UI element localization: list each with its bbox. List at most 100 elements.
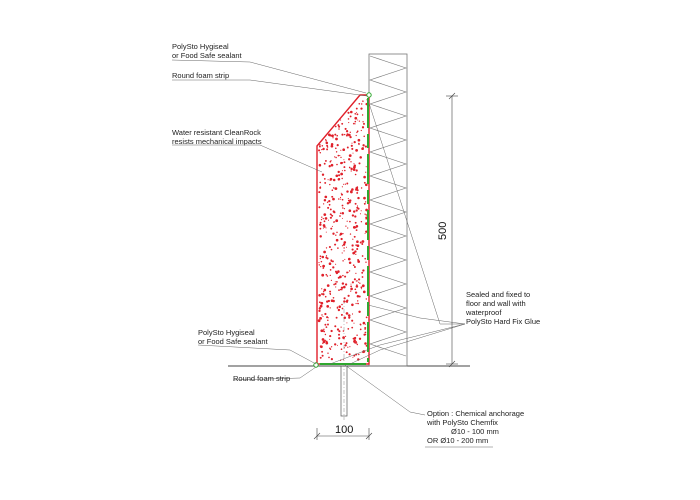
speckle-dot	[358, 310, 361, 314]
speckle-dot	[318, 307, 321, 310]
speckle-dot	[347, 198, 349, 200]
speckle-dot	[348, 158, 351, 161]
speckle-dot	[340, 193, 344, 196]
speckle-dot	[326, 257, 329, 260]
speckle-dot	[331, 260, 334, 263]
speckle-dot	[348, 201, 351, 204]
speckle-dot	[355, 229, 358, 232]
speckle-dot	[326, 300, 329, 303]
speckle-dot	[347, 271, 349, 273]
speckle-dot	[362, 269, 365, 272]
speckle-dot	[363, 333, 366, 336]
speckle-dot	[326, 316, 329, 319]
speckle-dot	[329, 274, 331, 277]
speckle-dot	[346, 322, 348, 324]
speckle-dot	[320, 329, 324, 333]
speckle-dot	[352, 356, 354, 358]
speckle-dot	[326, 284, 330, 287]
speckle-dot	[323, 328, 325, 330]
speckle-dot	[351, 244, 354, 247]
speckle-dot	[356, 295, 360, 298]
speckle-dot	[322, 315, 324, 318]
speckle-dot	[332, 232, 335, 235]
speckle-dot	[334, 187, 338, 190]
speckle-dot	[319, 221, 322, 224]
speckle-dot	[354, 291, 358, 294]
speckle-dot	[326, 305, 330, 308]
speckle-dot	[342, 243, 346, 246]
speckle-dot	[350, 167, 353, 171]
height-dimension	[446, 92, 458, 368]
speckle-dot	[346, 220, 348, 222]
speckle-dot	[321, 350, 324, 353]
speckle-dot	[339, 288, 342, 291]
speckle-dot	[327, 317, 329, 319]
speckle-dot	[351, 188, 354, 191]
speckle-dot	[364, 145, 367, 148]
speckle-dot	[357, 260, 361, 263]
speckle-dot	[323, 250, 326, 254]
speckle-dot	[329, 160, 332, 163]
speckle-dot	[336, 163, 338, 166]
speckle-dot	[339, 234, 341, 236]
speckle-dot	[358, 102, 361, 105]
speckle-dot	[319, 255, 322, 258]
bottom-foam-label: Round foam strip	[233, 374, 291, 383]
speckle-dot	[335, 316, 338, 319]
speckle-dot	[340, 161, 343, 165]
speckle-dot	[332, 137, 334, 139]
speckle-dot	[322, 291, 325, 293]
speckle-dot	[351, 142, 353, 144]
speckle-dot	[334, 325, 337, 328]
speckle-dot	[319, 223, 322, 226]
speckle-dot	[324, 333, 327, 336]
speckle-dot	[332, 178, 336, 182]
speckle-dot	[363, 202, 366, 205]
speckle-dot	[330, 142, 334, 146]
speckle-dot	[360, 129, 362, 132]
speckle-dot	[347, 118, 350, 120]
speckle-dot	[330, 259, 333, 262]
speckle-dot	[351, 248, 354, 251]
speckle-dot	[331, 225, 333, 227]
speckle-dot	[357, 138, 361, 142]
option-line-1: Option : Chemical anchorage	[427, 409, 525, 418]
speckle-dot	[334, 156, 336, 158]
speckle-dot	[364, 232, 366, 234]
speckle-dot	[341, 173, 344, 175]
speckle-dot	[341, 204, 344, 207]
speckle-dot	[360, 187, 363, 189]
speckle-dot	[321, 255, 325, 259]
speckle-dot	[319, 317, 321, 319]
speckle-dot	[324, 339, 326, 342]
speckle-dot	[323, 178, 326, 180]
speckle-dot	[336, 344, 338, 346]
speckle-dot	[350, 161, 352, 163]
speckle-dot	[348, 133, 351, 137]
speckle-dot	[342, 359, 345, 361]
speckle-dot	[327, 323, 329, 326]
speckle-dot	[356, 343, 359, 346]
speckle-dot	[328, 199, 331, 203]
speckle-dot	[365, 323, 366, 325]
speckle-dot	[353, 140, 356, 144]
speckle-dot	[361, 240, 365, 243]
speckle-dot	[329, 183, 331, 186]
speckle-dot	[322, 293, 325, 296]
speckle-dot	[330, 279, 332, 281]
speckle-dot	[364, 183, 368, 187]
speckle-dot	[345, 246, 348, 248]
speckle-dot	[323, 225, 326, 228]
speckle-dot	[336, 231, 338, 234]
speckle-dot	[353, 266, 356, 268]
speckle-dot	[343, 250, 345, 252]
speckle-dot	[352, 152, 354, 154]
speckle-dot	[325, 247, 328, 249]
speckle-dot	[323, 330, 326, 333]
speckle-dot	[326, 144, 329, 147]
speckle-dot	[358, 278, 361, 281]
speckle-dot	[325, 341, 329, 345]
speckle-dot	[354, 173, 357, 176]
speckle-dot	[351, 281, 354, 284]
speckle-dot	[355, 244, 357, 246]
